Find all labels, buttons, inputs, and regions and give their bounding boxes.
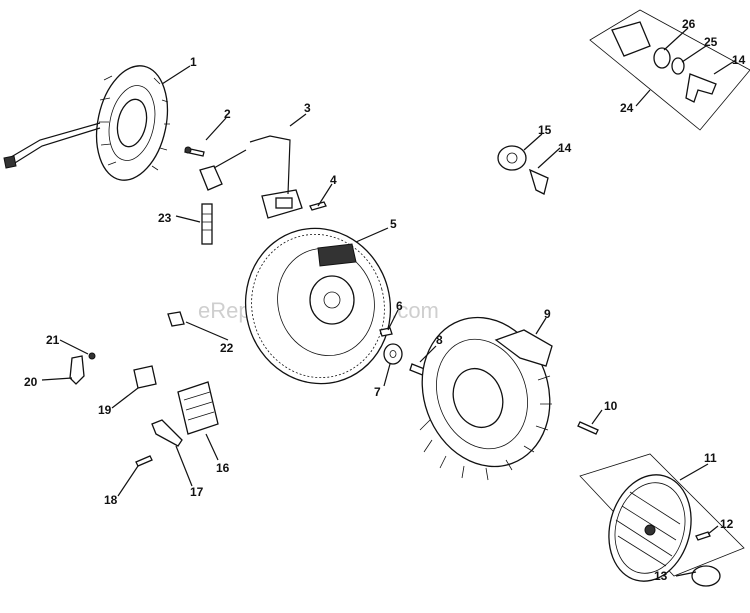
callout-5: 5 xyxy=(390,217,397,231)
callout-6: 6 xyxy=(396,299,403,313)
callout-7: 7 xyxy=(374,385,381,399)
callout-25: 25 xyxy=(704,35,718,49)
callout-18: 18 xyxy=(104,493,118,507)
grass-screen-part xyxy=(579,453,745,582)
callout-10: 10 xyxy=(604,399,618,413)
flywheel-part xyxy=(244,227,392,385)
fan-part xyxy=(419,316,553,481)
stator-part xyxy=(3,65,170,181)
callout-19: 19 xyxy=(98,403,112,417)
callout-16: 16 xyxy=(216,461,230,475)
screw-part-18 xyxy=(135,455,153,467)
bracket-part xyxy=(151,419,183,447)
leader-lines xyxy=(41,27,737,577)
screw-part-12 xyxy=(695,531,711,541)
callout-4: 4 xyxy=(330,173,337,187)
callout-17: 17 xyxy=(190,485,204,499)
washer-part xyxy=(383,343,403,365)
callout-20: 20 xyxy=(24,375,38,389)
rectifier-part xyxy=(177,381,219,435)
key-switch-group xyxy=(589,9,750,131)
callout-21: 21 xyxy=(46,333,60,347)
callout-22: 22 xyxy=(220,341,234,355)
callout-12: 12 xyxy=(720,517,734,531)
callout-8: 8 xyxy=(436,333,443,347)
callout-13: 13 xyxy=(654,569,668,583)
callout-labels: 1 2 3 4 5 6 7 8 9 10 11 12 13 14 14 15 1… xyxy=(24,17,746,583)
nut-part xyxy=(88,352,96,360)
retainer-part xyxy=(691,565,721,587)
key-part xyxy=(379,327,393,337)
screw-part-2 xyxy=(184,146,205,157)
callout-24: 24 xyxy=(620,101,634,115)
callout-15: 15 xyxy=(538,123,552,137)
callout-23: 23 xyxy=(158,211,172,225)
clip-part xyxy=(69,355,85,385)
callout-3: 3 xyxy=(304,101,311,115)
callout-26: 26 xyxy=(682,17,696,31)
gasket-part xyxy=(133,365,157,389)
connector-part xyxy=(167,311,185,327)
callout-9: 9 xyxy=(544,307,551,321)
screw-part-10 xyxy=(577,421,599,435)
callout-14-key: 14 xyxy=(732,53,746,67)
ignition-module-part xyxy=(199,135,303,219)
callout-14-switch: 14 xyxy=(558,141,572,155)
callout-1: 1 xyxy=(190,55,197,69)
switch-part-15 xyxy=(497,145,549,195)
callout-11: 11 xyxy=(704,451,717,465)
callout-2: 2 xyxy=(224,107,231,121)
spark-plug-part xyxy=(201,203,213,245)
